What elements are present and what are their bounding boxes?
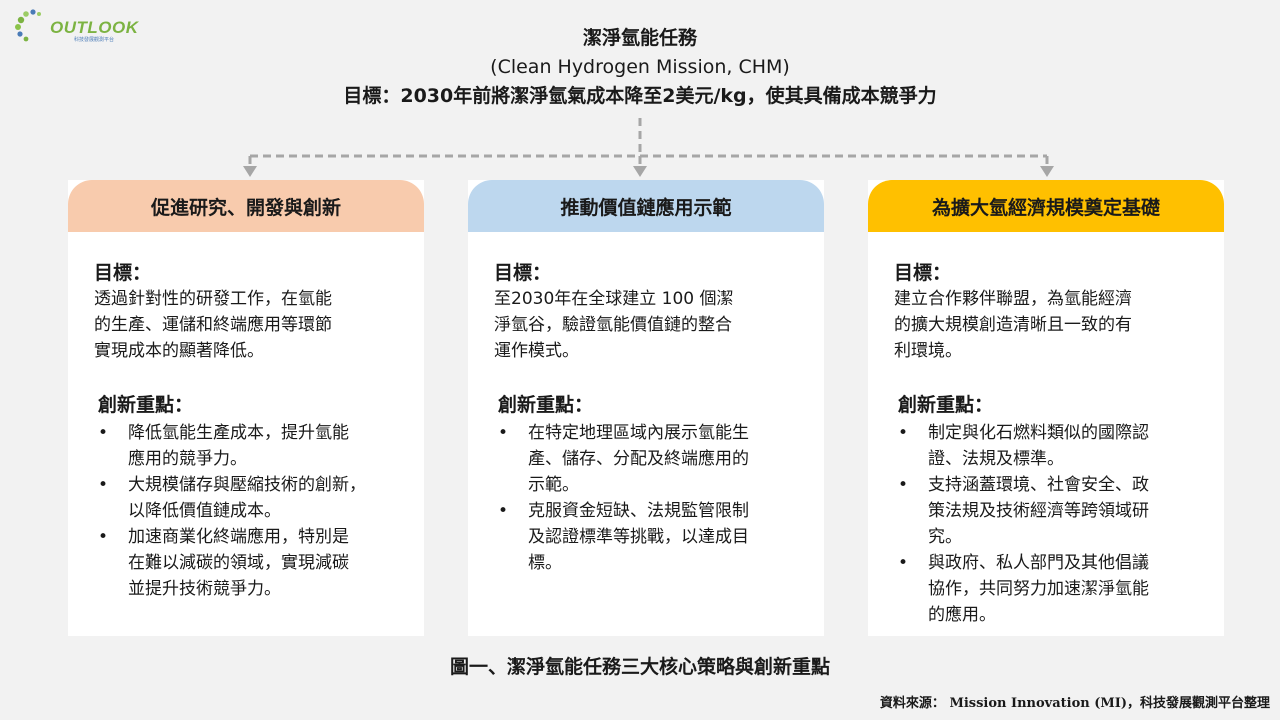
strategy-card-scale-up: 為擴大氫經濟規模奠定基礎 目標： 建立合作夥伴聯盟，為氫能經濟 的擴大規模創造清… [868, 180, 1224, 636]
innovation-points-list: •降低氫能生產成本，提升氫能應用的競爭力。 •大規模儲存與壓縮技術的創新，以降低… [94, 420, 398, 602]
bullet-icon: • [98, 475, 109, 495]
mission-title: 潔淨氫能任務 [582, 27, 697, 49]
goal-title: 目標： [894, 262, 952, 284]
goal-title: 目標： [494, 262, 552, 284]
strategy-card-value-chain: 推動價值鏈應用示範 目標： 至2030年在全球建立 100 個潔 淨氫谷，驗證氫… [468, 180, 824, 636]
arrowhead-center [633, 166, 647, 177]
goal-text: 建立合作夥伴聯盟，為氫能經濟 的擴大規模創造清晰且一致的有 利環境。 [894, 289, 1132, 361]
source-note: 資料來源： Mission Innovation (MI)，科技發展觀測平台整理 [879, 696, 1270, 711]
mission-goal: 目標：2030年前將潔淨氫氣成本降至2美元/kg，使其具備成本競爭力 [343, 85, 937, 107]
bullet-icon: • [98, 423, 109, 443]
card-title: 促進研究、開發與創新 [68, 180, 424, 232]
logo-subtitle: 科技發展觀測平台 [74, 37, 115, 43]
card-title: 推動價值鏈應用示範 [468, 180, 824, 232]
goal-text: 至2030年在全球建立 100 個潔 淨氫谷，驗證氫能價值鏈的整合 運作模式。 [494, 289, 734, 361]
list-item: •大規模儲存與壓縮技術的創新，以降低價值鏈成本。 [94, 472, 398, 524]
arrowhead-right [1040, 166, 1054, 177]
innovation-points-list: •制定與化石燃料類似的國際認證、法規及標準。 •支持涵蓋環境、社會安全、政策法規… [894, 420, 1198, 628]
innovation-points-title: 創新重點： [498, 394, 594, 416]
list-item: •在特定地理區域內展示氫能生產、儲存、分配及終端應用的示範。 [494, 420, 798, 498]
list-item: •加速商業化終端應用，特別是在難以減碳的領域，實現減碳並提升技術競爭力。 [94, 524, 398, 602]
goal-text: 透過針對性的研發工作，在氫能 的生產、運儲和終端應用等環節 實現成本的顯著降低。 [94, 289, 332, 361]
mission-title-en: (Clean Hydrogen Mission, CHM) [490, 56, 790, 78]
list-item: •與政府、私人部門及其他倡議協作，共同努力加速潔淨氫能的應用。 [894, 550, 1198, 628]
bullet-icon: • [498, 423, 509, 443]
figure-caption: 圖一、潔淨氫能任務三大核心策略與創新重點 [449, 656, 830, 678]
list-item: •降低氫能生產成本，提升氫能應用的競爭力。 [94, 420, 398, 472]
goal-title: 目標： [94, 262, 152, 284]
list-item: •制定與化石燃料類似的國際認證、法規及標準。 [894, 420, 1198, 472]
arrowhead-left [243, 166, 257, 177]
list-item: •支持涵蓋環境、社會安全、政策法規及技術經濟等跨領域研究。 [894, 472, 1198, 550]
bullet-icon: • [898, 475, 909, 495]
bullet-icon: • [898, 553, 909, 573]
logo-text: OUTLOOK [50, 18, 139, 37]
bullet-icon: • [98, 527, 109, 547]
logo-leaf-icon [15, 9, 41, 42]
title-block: 潔淨氫能任務 (Clean Hydrogen Mission, CHM) 目標：… [0, 24, 1280, 111]
outlook-logo: OUTLOOK 科技發展觀測平台 [12, 6, 138, 44]
innovation-points-list: •在特定地理區域內展示氫能生產、儲存、分配及終端應用的示範。 •克服資金短缺、法… [494, 420, 798, 576]
list-item: •克服資金短缺、法規監管限制及認證標準等挑戰，以達成目標。 [494, 498, 798, 576]
innovation-points-title: 創新重點： [898, 394, 994, 416]
bullet-icon: • [498, 501, 509, 521]
strategy-card-rdi: 促進研究、開發與創新 目標： 透過針對性的研發工作，在氫能 的生產、運儲和終端應… [68, 180, 424, 636]
innovation-points-title: 創新重點： [98, 394, 194, 416]
card-title: 為擴大氫經濟規模奠定基礎 [868, 180, 1224, 232]
bullet-icon: • [898, 423, 909, 443]
